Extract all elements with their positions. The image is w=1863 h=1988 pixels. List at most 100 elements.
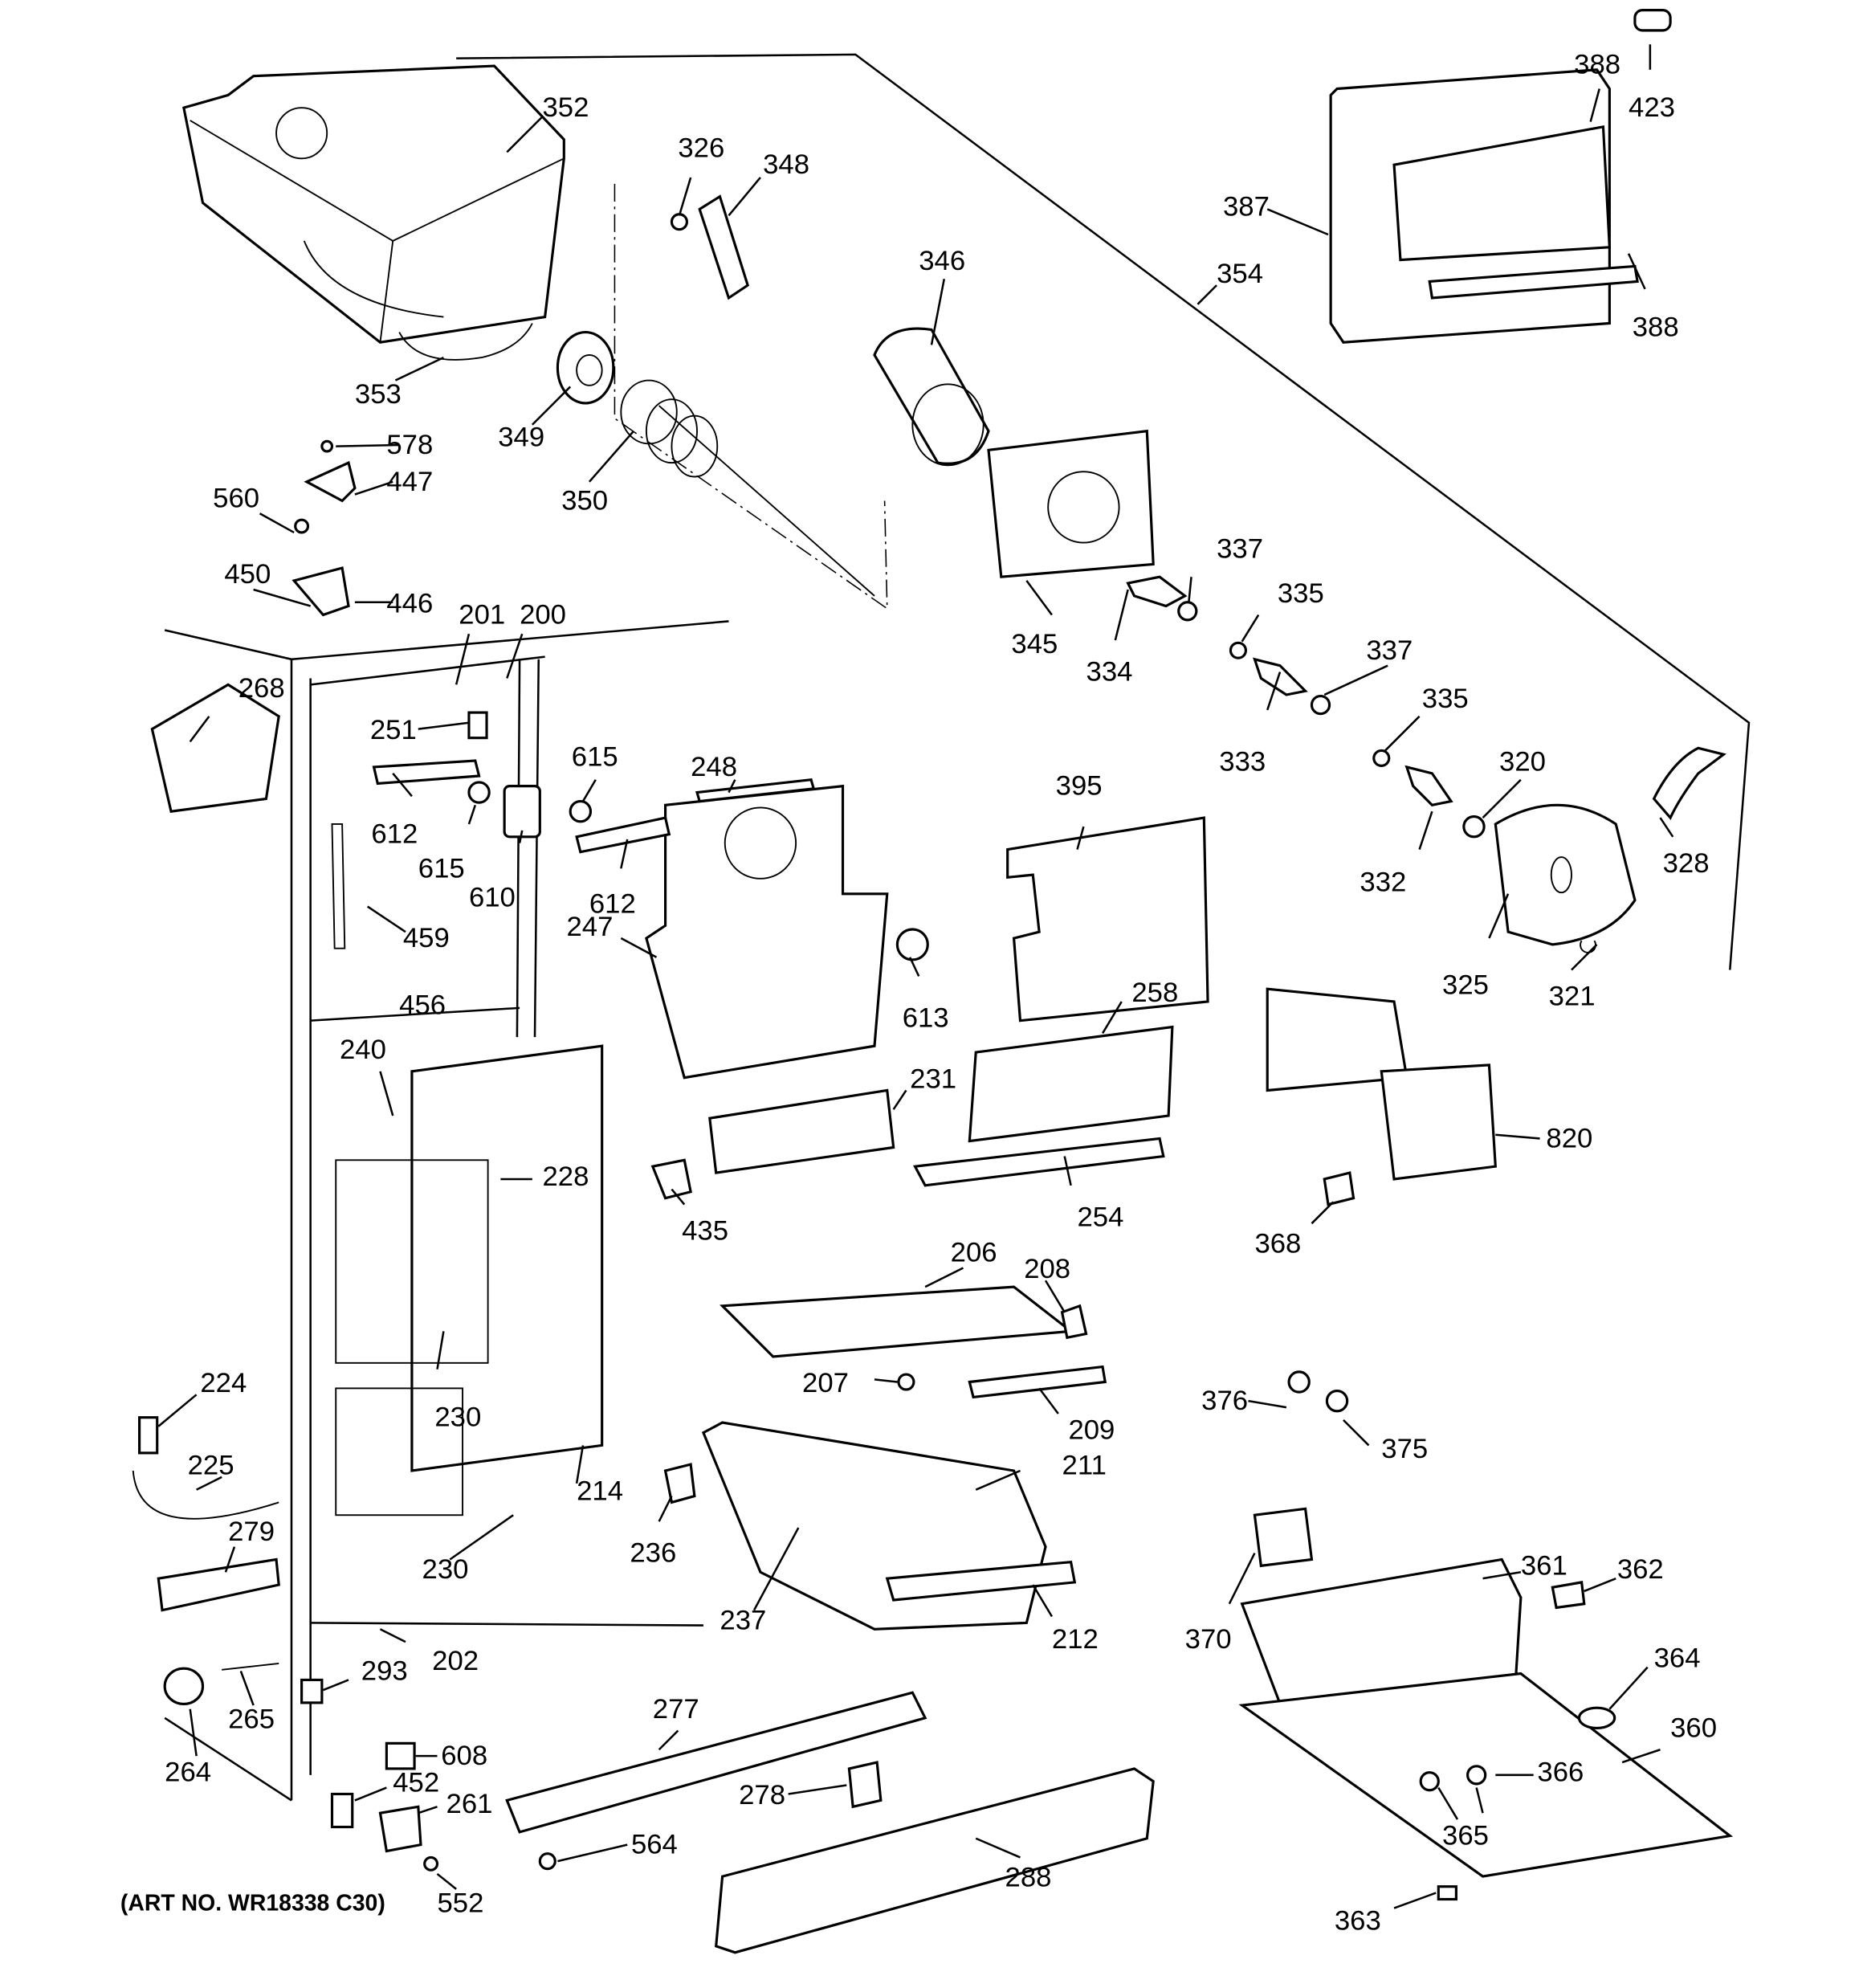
clip-366 [1466,1765,1487,1786]
harness-376 [1287,1370,1311,1394]
clip-208 [1060,1304,1088,1340]
callout-328: 328 [1663,848,1710,879]
clip-363 [1437,1885,1457,1901]
callout-560: 560 [213,483,259,513]
washer-335a [1229,641,1247,659]
plate-452 [330,1792,354,1829]
basket-handle-212 [885,1560,1077,1602]
clip-435 [650,1158,692,1200]
callout-459: 459 [403,923,450,953]
callout-278: 278 [739,1780,785,1810]
pin-265 [222,1662,279,1671]
dispenser-frame-outline [614,183,888,610]
bracket-362 [1551,1581,1586,1610]
auger [620,379,875,597]
callout-268: 268 [238,673,285,704]
callout-237: 237 [720,1605,766,1635]
callout-212: 212 [1052,1624,1099,1655]
callout-230a: 230 [434,1402,481,1433]
callout-288: 288 [1005,1863,1052,1893]
art-number: (ART NO. WR18338 C30) [120,1891,385,1917]
auger-motor [873,327,990,467]
grommet-615a [467,781,491,804]
clip-608 [385,1741,416,1770]
spring-337a [1177,601,1198,622]
clip-365 [1419,1771,1440,1792]
callout-225: 225 [188,1451,234,1481]
sensor-251 [467,711,488,740]
callout-335a: 335 [1278,578,1324,609]
rail-279 [157,1557,280,1612]
callout-230b: 230 [422,1554,469,1585]
callout-362: 362 [1617,1554,1664,1585]
callout-456: 456 [399,990,446,1021]
callout-354: 354 [1217,259,1263,289]
harness-375 [1325,1389,1349,1413]
tube-225 [132,1470,279,1520]
clip-207 [897,1373,915,1391]
callout-435: 435 [682,1216,728,1247]
callout-361: 361 [1521,1550,1567,1581]
callout-279: 279 [228,1517,275,1547]
callout-264: 264 [165,1757,211,1788]
washer-335b [1372,749,1391,767]
grille-258 [968,1025,1174,1143]
callout-395: 395 [1056,771,1103,802]
callout-612a: 612 [371,819,418,850]
bracket-368 [1323,1171,1355,1206]
dispenser-motor [1494,803,1637,946]
spring-320 [1462,814,1486,839]
callout-334: 334 [1086,657,1133,688]
callout-366: 366 [1537,1757,1584,1788]
callout-612b: 612 [589,888,636,919]
cam-332 [1404,765,1453,807]
callout-258: 258 [1131,978,1178,1008]
clip-278 [847,1761,883,1809]
cam-333 [1253,657,1308,696]
callout-320: 320 [1499,747,1546,778]
inset-268 [150,683,280,813]
callout-345: 345 [1011,629,1058,659]
callout-labels: 352 326 348 346 388 423 387 354 388 353 … [120,50,1717,1937]
cam-334 [1126,575,1188,608]
callout-214: 214 [577,1476,623,1506]
callout-206: 206 [951,1238,997,1268]
screw-560 [294,518,310,534]
screw-552 [423,1855,439,1872]
callout-335b: 335 [1422,684,1469,714]
motor-mounting-plate [987,429,1155,578]
fan-motor-610 [503,785,541,839]
plate-opening [1047,471,1120,544]
callout-364: 364 [1654,1643,1701,1674]
callout-387: 387 [1223,191,1270,222]
wire-shelf [720,1285,1074,1358]
callout-247: 247 [566,912,613,942]
spring-337b [1310,694,1331,716]
dispenser-door-frame [1329,68,1639,344]
callout-613: 613 [903,1003,949,1034]
motor-switch [1550,856,1572,894]
grommet-615b [569,799,593,823]
callout-564: 564 [631,1830,678,1860]
callout-261: 261 [446,1789,493,1819]
cover-395 [1006,816,1209,1023]
callout-346: 346 [919,246,965,276]
callout-231: 231 [910,1063,956,1094]
callout-200: 200 [520,600,566,631]
bracket-612a [372,759,481,786]
screw-578 [320,439,334,453]
roller-264 [163,1667,205,1706]
callout-446: 446 [386,588,433,618]
callout-363: 363 [1335,1905,1381,1936]
callout-248: 248 [691,752,737,782]
evaporator [335,1044,604,1517]
ice-maker-boundary-line [456,53,1751,970]
callout-350: 350 [561,486,608,516]
callout-207: 207 [802,1368,849,1398]
callout-353: 353 [355,379,402,410]
actuator-328 [1652,746,1726,820]
fan-opening [724,806,797,880]
callout-352: 352 [542,92,589,123]
callout-326: 326 [678,133,724,164]
